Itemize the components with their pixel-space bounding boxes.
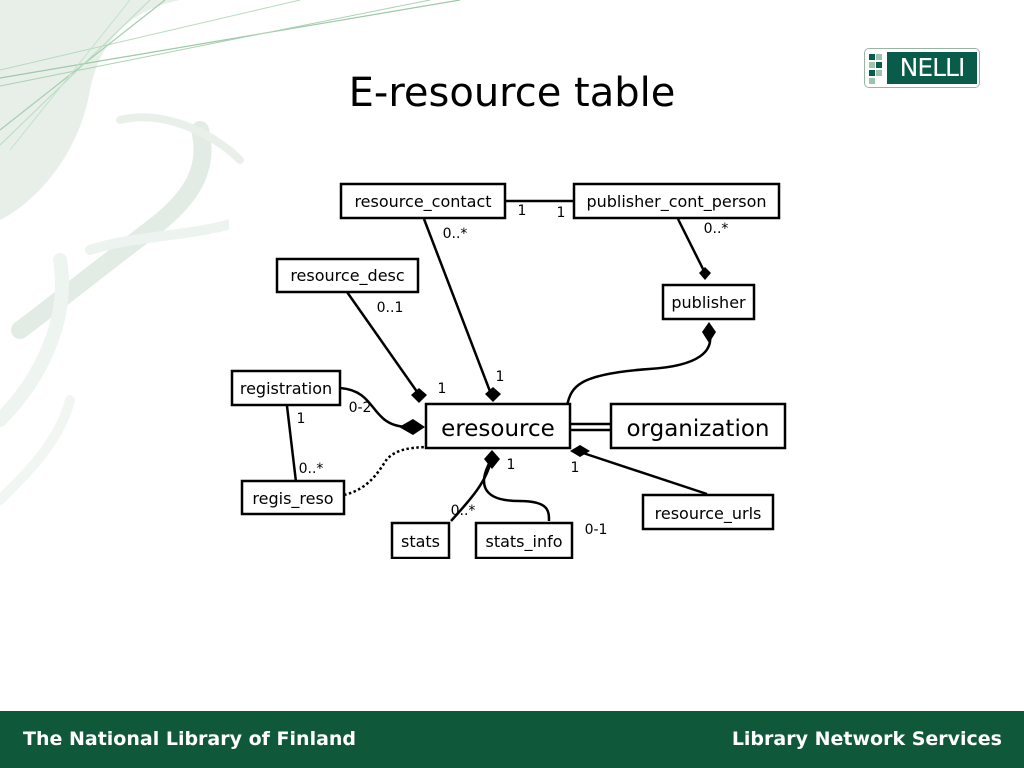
entity-label: resource_urls [655, 504, 762, 524]
diamond-contact [485, 387, 501, 402]
multiplicity-label: 1 [507, 457, 516, 473]
edge-regisreso-eresource [343, 445, 426, 497]
connectors [285, 199, 712, 522]
diamond-registration [399, 419, 425, 435]
page-title: E-resource table [348, 70, 676, 116]
box-publisher-cont-person [572, 182, 781, 220]
box-resource-urls [641, 493, 775, 531]
entity-label: resource_desc [290, 266, 404, 286]
box-eresource [424, 402, 572, 450]
footer-bar: The National Library of Finland Library … [0, 711, 1024, 768]
diamond-desc [411, 388, 427, 403]
multiplicity-label: 0..* [443, 226, 468, 242]
entity-label: regis_reso [252, 489, 333, 509]
box-stats [390, 521, 451, 559]
multiplicity-label: 0-2 [349, 400, 372, 416]
box-publisher [661, 283, 756, 321]
box-regis-reso [240, 479, 346, 516]
multiplicity-label: 0..1 [377, 300, 404, 316]
diamond-publisher-top [699, 267, 711, 280]
entity-label: registration [240, 379, 332, 398]
edge-registration-eresource [339, 386, 410, 429]
edge-desc-eresource [345, 291, 422, 397]
edge-contact-eresource [422, 218, 493, 395]
entity-label: eresource [441, 416, 555, 442]
box-stats-info [474, 521, 574, 559]
entity-label: organization [626, 416, 769, 442]
box-organization [609, 402, 787, 450]
box-resource-contact [339, 182, 507, 220]
entity-label: resource_contact [354, 192, 491, 212]
logo-text: NELLI [887, 52, 977, 84]
entity-label: stats_info [485, 532, 562, 552]
nelli-logo: NELLI [864, 48, 980, 88]
edge-pcp-publisher [676, 218, 707, 274]
background-decoration [0, 0, 461, 505]
footer-department: Library Network Services [731, 728, 1002, 750]
composition-diamonds [399, 267, 716, 469]
multiplicity-label: 0..* [704, 221, 729, 237]
multiplicity-label: 1 [496, 369, 505, 385]
entity-label: publisher [671, 293, 746, 312]
entity-boxes [230, 182, 787, 559]
box-resource-desc [275, 257, 420, 294]
logo-mark-icon [869, 54, 889, 84]
footer-organization: The National Library of Finland [23, 728, 357, 750]
diamond-urls [570, 445, 590, 457]
multiplicity-label: 0..* [299, 461, 324, 477]
diamond-stats [484, 450, 500, 469]
edge-eresource-statsinfo [482, 459, 551, 522]
er-diagram: resource_contact publisher_cont_person r… [229, 181, 787, 559]
edge-eresource-urls [579, 450, 708, 496]
multiplicity-label: 1 [518, 203, 527, 219]
entity-label: stats [401, 532, 440, 551]
box-registration [230, 369, 342, 407]
multiplicity-label: 0..* [451, 503, 476, 519]
multiplicity-label: 1 [571, 460, 580, 476]
edge-publisher-eresource [565, 330, 712, 407]
multiplicity-label: 0-1 [585, 522, 608, 538]
entity-label: publisher_cont_person [586, 192, 766, 212]
multiplicity-label: 1 [297, 411, 306, 427]
diamond-publisher-bottom [702, 322, 716, 343]
multiplicity-label: 1 [438, 381, 447, 397]
multiplicity-label: 1 [557, 205, 566, 221]
edge-registration-regisreso [285, 405, 298, 483]
